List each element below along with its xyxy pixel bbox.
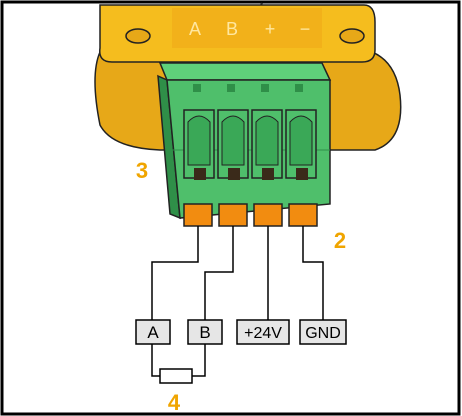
terminal-box-b [187, 319, 223, 345]
connector-pins [183, 203, 318, 227]
indicator-3 [261, 84, 269, 92]
housing-label-minus: − [300, 19, 311, 39]
indicator-4 [295, 84, 303, 92]
housing-label-b: B [226, 19, 238, 39]
termination-resistor [151, 344, 206, 384]
wire-slot-1 [183, 109, 215, 180]
terminal-label-24v: +24V [244, 325, 282, 342]
wire-slot-3 [251, 109, 283, 180]
housing-label-plus: + [265, 19, 276, 39]
terminal-block-connector [157, 62, 332, 220]
callout-3: 3 [136, 158, 148, 183]
housing-label-plate [172, 8, 322, 48]
wire-b [204, 226, 234, 320]
pin-b [218, 203, 248, 227]
mounting-hole-right [339, 28, 365, 44]
terminal-labels: A B +24V GND [135, 319, 347, 345]
wire-gnd [302, 226, 324, 320]
mounting-hole-left [125, 28, 151, 44]
terminal-label-b: B [199, 323, 210, 342]
pin-gnd [288, 203, 318, 227]
pin-a [183, 203, 213, 227]
resistor-body [159, 368, 193, 384]
terminal-box-a [135, 319, 171, 345]
connector-top-face [158, 62, 332, 81]
housing-labels: A B + − [189, 19, 310, 39]
terminal-label-gnd: GND [305, 325, 341, 342]
resistor-lead-right [192, 344, 206, 377]
callout-4: 4 [168, 390, 181, 415]
housing-label-a: A [189, 19, 201, 39]
terminal-box-gnd [299, 319, 347, 345]
pin-24v [253, 203, 283, 227]
wire-a [151, 226, 199, 320]
callout-2: 2 [334, 228, 346, 253]
indicator-2 [227, 84, 235, 92]
terminal-box-24v [236, 319, 290, 345]
wire-slot-2 [217, 109, 249, 180]
wires [151, 226, 324, 320]
indicator-1 [193, 84, 201, 92]
resistor-lead-left [151, 344, 160, 377]
terminal-label-a: A [147, 323, 159, 342]
wire-slot-4 [285, 109, 317, 180]
